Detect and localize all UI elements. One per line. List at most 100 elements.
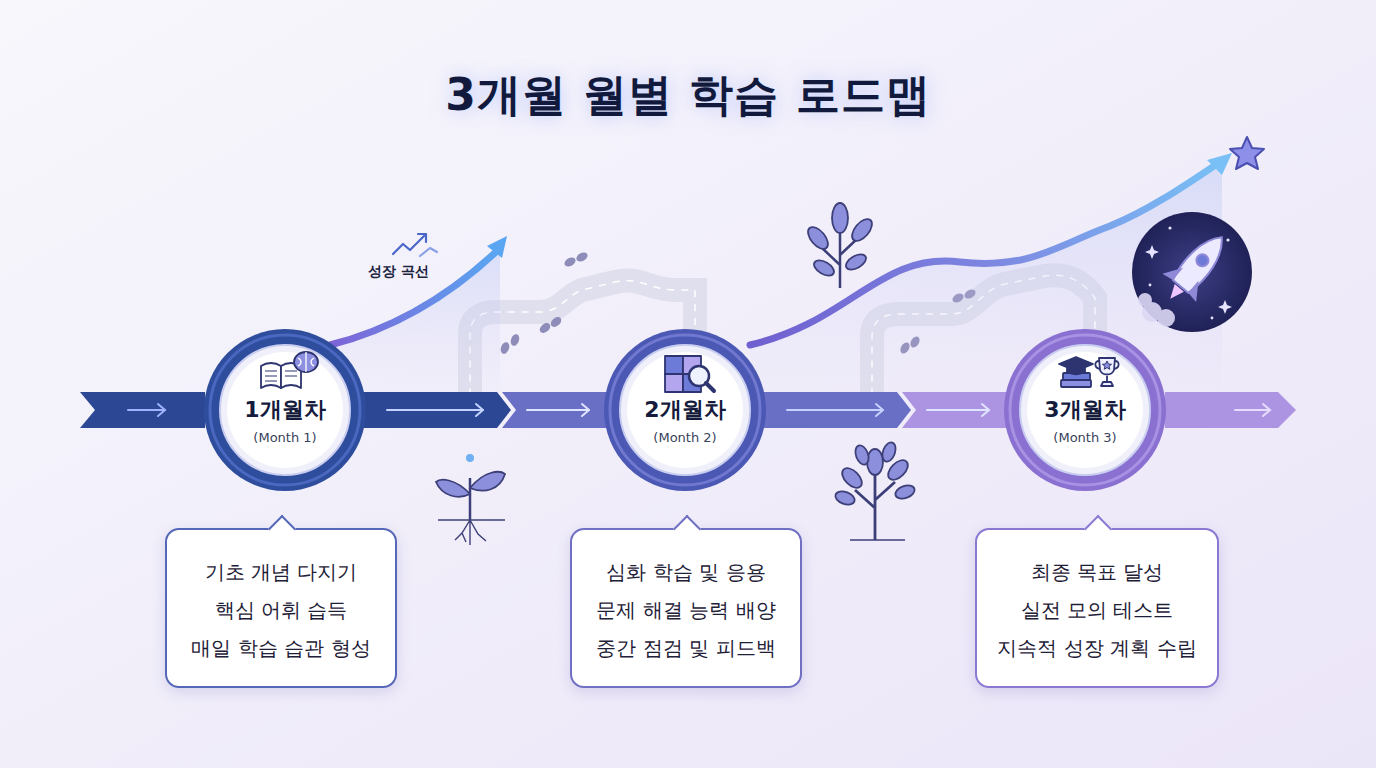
arrowhead (476, 404, 483, 416)
stage-icon (261, 352, 318, 388)
decor-ellipse (832, 203, 848, 233)
month-title: 3개월차 (1003, 396, 1167, 424)
decor-path (1187, 281, 1208, 303)
decor-path (265, 371, 297, 381)
callout-tail (268, 515, 296, 543)
decor-circle (1226, 238, 1229, 241)
roadmap-band (80, 392, 205, 428)
decor-ellipse (563, 256, 577, 269)
callout-text: 문제 해결 능력 배양 (596, 591, 775, 629)
decor-path (1101, 376, 1113, 386)
decor-path (438, 519, 505, 521)
decor-ellipse (294, 352, 318, 372)
decor-ellipse (853, 444, 871, 467)
callout-line-wrap: 지속적 성장 계획 수립 (977, 629, 1217, 667)
growth-arrowhead (487, 236, 507, 258)
decor-ellipse (867, 449, 883, 475)
decor-ellipse (499, 341, 511, 355)
month-subtitle: (Month 2) (603, 428, 767, 448)
decor-ellipse (839, 465, 866, 492)
band-arrow-line (387, 409, 483, 411)
month-title: 2개월차 (603, 396, 767, 424)
tree (804, 203, 875, 288)
roadmap-connector (761, 392, 1009, 428)
decor-rect (665, 356, 683, 374)
month-title: 1개월차 (203, 396, 367, 424)
decor-path (1162, 260, 1183, 282)
sprout-plant (436, 454, 505, 545)
callout-line-wrap: 핵심 어휘 습득 (167, 591, 395, 629)
callout-text: 실전 모의 테스트 (1021, 591, 1174, 629)
decor-path (393, 235, 425, 254)
arrowhead (876, 404, 883, 416)
decor-path (1103, 361, 1112, 369)
band-arrow-line (927, 409, 989, 411)
callout-text: 중간 점검 및 피드백 (596, 629, 775, 667)
band-arrow (128, 404, 165, 416)
callout-tail (1084, 515, 1112, 543)
month-circle: 2개월차 (Month 2) (603, 328, 767, 492)
month-circle: 1개월차 (Month 1) (203, 328, 367, 492)
decor-path (1099, 358, 1115, 375)
rocket-badge (1132, 212, 1252, 332)
decor-ellipse (848, 216, 875, 245)
callout-box: 심화 학습 및 응용문제 해결 능력 배양중간 점검 및 피드백 (570, 528, 802, 688)
decor-ellipse (538, 321, 552, 335)
callout-line-wrap: 매일 학습 습관 형성 (167, 629, 395, 667)
callout-line-wrap: 기초 개념 다지기 (167, 553, 395, 591)
decor-circle (1138, 293, 1152, 307)
decor-path (420, 248, 437, 256)
decor-g (1153, 223, 1238, 313)
decor-g (1138, 293, 1175, 327)
callout-box: 최종 목표 달성실전 모의 테스트지속적 성장 계획 수립 (975, 528, 1219, 688)
decor-circle (1211, 317, 1214, 320)
callout-line-wrap: 문제 해결 능력 배양 (572, 591, 800, 629)
circle-ring (204, 329, 366, 491)
month-subtitle: (Month 1) (203, 428, 367, 448)
callout-text: 최종 목표 달성 (1031, 553, 1164, 591)
band-arrow (1235, 404, 1270, 416)
callout-text: 핵심 어휘 습득 (215, 591, 348, 629)
decor-path (1166, 284, 1184, 302)
growth-arrowhead (1207, 153, 1232, 175)
decor-ellipse (804, 224, 831, 253)
callout-box: 기초 개념 다지기핵심 어휘 습득매일 학습 습관 형성 (165, 528, 397, 688)
decor-path (1145, 245, 1159, 259)
decor-path (128, 409, 165, 411)
decor-circle (1132, 212, 1252, 332)
curve-label: 성장 곡선 (368, 263, 429, 281)
decor-path (1095, 361, 1118, 369)
decor-ellipse (894, 483, 917, 501)
callout-line-wrap: 최종 목표 달성 (977, 553, 1217, 591)
decor-path (158, 404, 165, 416)
roadmap-band (1165, 392, 1296, 428)
decor-circle (1168, 226, 1171, 229)
decor-path (1170, 229, 1231, 295)
decor-path (418, 234, 426, 242)
callout-text: 매일 학습 습관 형성 (191, 629, 370, 667)
callout-line-wrap: 심화 학습 및 응용 (572, 553, 800, 591)
band-segment (502, 392, 609, 428)
decor-circle (1194, 252, 1211, 269)
decor-path (1218, 300, 1232, 314)
diagram-title: 3개월 월별 학습 로드맵 (0, 66, 1376, 125)
callout-line-wrap: 중간 점검 및 피드백 (572, 629, 800, 667)
decor-path (706, 383, 714, 391)
decor-circle (466, 454, 474, 462)
callout-text: 지속적 성장 계획 수립 (997, 629, 1196, 667)
decor-path (436, 480, 470, 497)
decor-rect (665, 374, 683, 392)
band-arrow-line (527, 409, 589, 411)
decor-path (1263, 404, 1270, 416)
band-arrow-line (787, 409, 883, 411)
star-icon (1230, 137, 1264, 169)
decor-circle (1149, 284, 1152, 287)
decor-ellipse (549, 315, 563, 329)
tree (834, 441, 917, 540)
decor-path (455, 520, 486, 545)
decor-ellipse (509, 333, 521, 347)
callout-line-wrap: 실전 모의 테스트 (977, 591, 1217, 629)
decor-path (298, 352, 314, 372)
